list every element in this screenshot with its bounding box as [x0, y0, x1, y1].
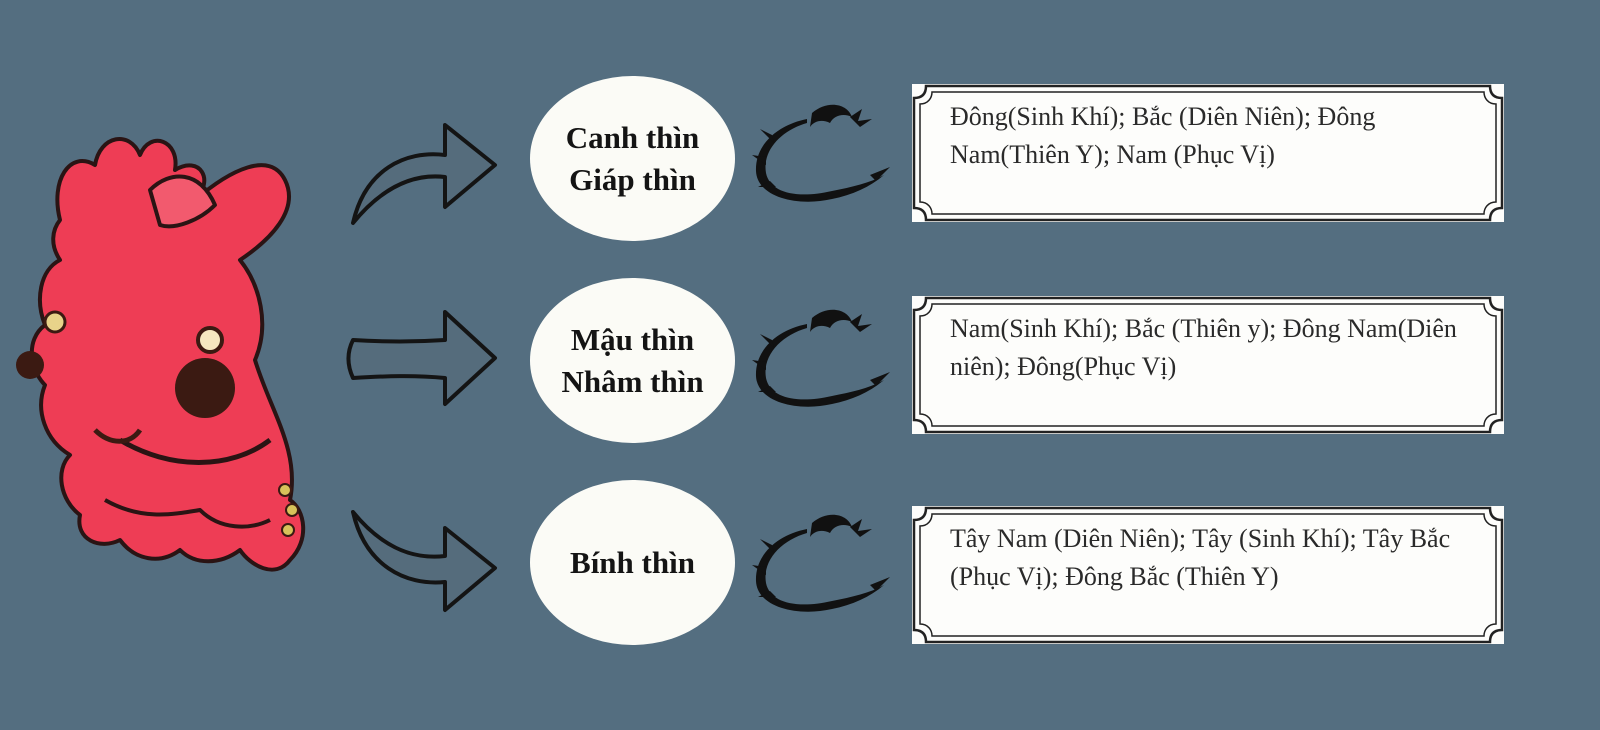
- directions-card-2: Nam(Sinh Khí); Bắc (Thiên y); Đông Nam(D…: [912, 296, 1504, 434]
- card-frame: [912, 506, 1504, 644]
- year-oval-2: Mậu thìn Nhâm thìn: [530, 278, 735, 443]
- year-oval-label: Bính thìn: [570, 544, 695, 580]
- year-oval-label: Mậu thìn Nhâm thìn: [561, 321, 704, 399]
- arrow-right-curved-up-icon: [351, 123, 497, 225]
- dragon-silhouette-icon: [752, 309, 890, 407]
- dragon-silhouette-icon: [752, 514, 890, 612]
- directions-text: Nam(Sinh Khí); Bắc (Thiên y); Đông Nam(D…: [950, 314, 1457, 381]
- red-dragon-mascot-icon: [16, 137, 306, 572]
- card-frame: [912, 84, 1504, 222]
- year-oval-label: Canh thìn Giáp thìn: [565, 119, 700, 197]
- directions-text: Tây Nam (Diên Niên); Tây (Sinh Khí); Tây…: [950, 524, 1451, 591]
- directions-card-3: Tây Nam (Diên Niên); Tây (Sinh Khí); Tây…: [912, 506, 1504, 644]
- year-oval-3: Bính thìn: [530, 480, 735, 645]
- arrow-right-straight-icon: [346, 310, 497, 406]
- card-frame: [912, 296, 1504, 434]
- directions-text: Đông(Sinh Khí); Bắc (Diên Niên); Đông Na…: [950, 102, 1376, 169]
- dragon-silhouette-icon: [752, 104, 890, 202]
- year-oval-1: Canh thìn Giáp thìn: [530, 76, 735, 241]
- directions-card-1: Đông(Sinh Khí); Bắc (Diên Niên); Đông Na…: [912, 84, 1504, 222]
- arrow-right-curved-down-icon: [351, 510, 497, 612]
